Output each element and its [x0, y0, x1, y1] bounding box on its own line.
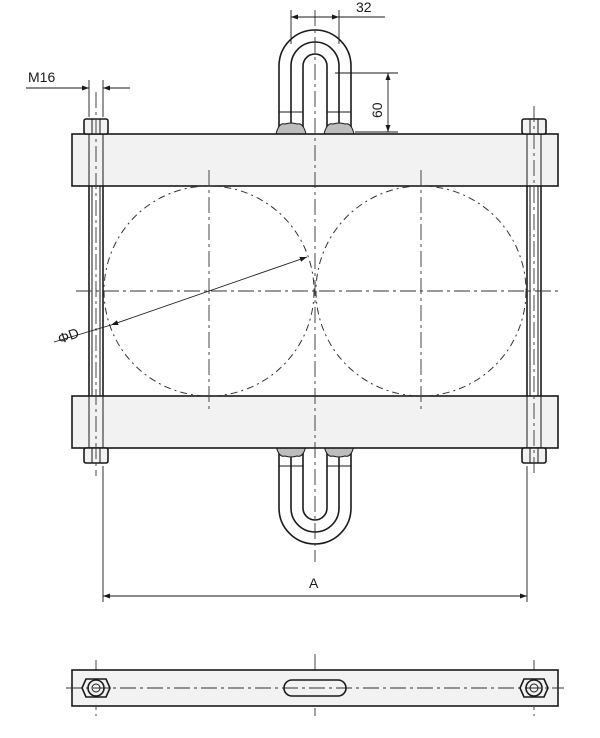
dimension-diameter-label: ΦD: [56, 325, 81, 347]
top-view-nut-right: [519, 678, 549, 698]
dimension-bolt-thread-label: M16: [28, 69, 55, 85]
dimension-ubolt-width: 32: [290, 0, 385, 44]
dimension-span: A: [102, 466, 528, 602]
bottom-ubolt: [275, 445, 355, 545]
dimension-bolt-thread: M16: [26, 69, 130, 117]
dimension-diameter: ΦD: [53, 256, 308, 347]
center-lines: [76, 10, 560, 562]
dimension-ubolt-width-label: 32: [356, 0, 372, 15]
top-view-slot: [283, 679, 347, 697]
dimension-ubolt-height-label: 60: [369, 102, 385, 118]
dimension-span-label: A: [309, 575, 319, 591]
top-view: [66, 654, 564, 716]
dimension-ubolt-height: 60: [335, 72, 398, 133]
top-ubolt: [275, 29, 355, 135]
top-view-nut-left: [81, 678, 111, 698]
